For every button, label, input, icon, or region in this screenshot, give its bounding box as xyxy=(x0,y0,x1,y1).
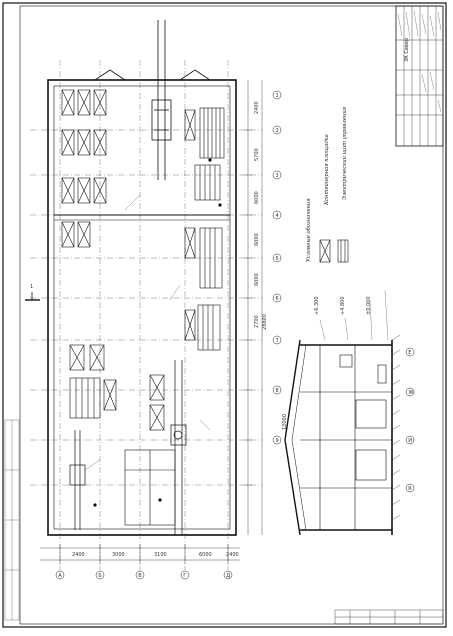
sheet-frame xyxy=(2,2,447,628)
axis-bubble-label: 3 xyxy=(276,173,279,179)
equipment-lower-left xyxy=(69,344,176,526)
axis-bubble-label: И xyxy=(408,438,412,444)
axis-bubble-label: К xyxy=(408,486,412,492)
axis-bubble-label: Д xyxy=(226,573,230,579)
axis-bubble-label: Е xyxy=(408,350,411,356)
binding-strip xyxy=(4,419,20,621)
plan-bay-dim: 6000 xyxy=(254,191,260,204)
legend: Условные обозначения Контейнерная площад… xyxy=(305,106,349,263)
dimension-lines xyxy=(40,80,263,564)
axis-bubble-label: Г xyxy=(183,573,186,579)
legend-line3: Электрический щит управления xyxy=(342,106,348,200)
axis-bubble-label: 8 xyxy=(276,388,279,394)
section-level-label: ±0.000 xyxy=(366,296,372,315)
axis-bubble-label: 4 xyxy=(276,213,279,219)
plan-bay-dim: 2400 xyxy=(254,101,260,114)
axis-bubble-label: 6 xyxy=(276,296,279,302)
plan-bottom-dim: 6000 xyxy=(199,552,212,558)
plan-bay-dim: 6000 xyxy=(254,233,260,246)
axis-bubble-label: Ж xyxy=(408,390,414,396)
inner-frame xyxy=(19,5,444,625)
axis-bubble-label: 1 xyxy=(276,93,279,99)
axis-bubble-label: 5 xyxy=(276,256,279,262)
section-width-dim: 12000 xyxy=(282,414,288,430)
plan-outer-wall xyxy=(47,79,237,536)
title-block: ЗК Север xyxy=(395,5,444,147)
section-level-label: +4.800 xyxy=(340,296,346,315)
right-axis-bubbles xyxy=(272,90,282,445)
section-mark-label: 1 xyxy=(30,284,33,290)
legend-line1: Условные обозначения xyxy=(305,198,312,262)
plan-bottom-dim: 3100 xyxy=(154,552,167,558)
axis-bubble-label: В xyxy=(138,573,142,579)
section-view xyxy=(284,289,415,536)
plan-overall-dim: 28800 xyxy=(262,314,268,330)
axis-bubble-label: 9 xyxy=(276,438,279,444)
plan-bottom-dim: 3000 xyxy=(112,552,125,558)
axis-bubble-label: 2 xyxy=(276,128,279,134)
stamp-title: ЗК Север xyxy=(404,38,410,62)
plan-bottom-dim: 2400 xyxy=(72,552,85,558)
plan-bottom-dim: 2400 xyxy=(226,552,239,558)
floor-plan xyxy=(30,20,262,570)
bottom-stamp xyxy=(334,609,444,625)
container-group-upper xyxy=(61,89,107,248)
plan-bay-dim: 6000 xyxy=(254,273,260,286)
plan-bay-dim: 5700 xyxy=(254,148,260,161)
axis-bubble-label: Б xyxy=(98,573,102,579)
axis-bubble-label: 7 xyxy=(276,338,279,344)
axis-bubble-label: А xyxy=(58,573,62,579)
equipment-stacks xyxy=(184,107,225,351)
bottom-axis-bubbles xyxy=(55,570,233,580)
plan-bay-dim: 2700 xyxy=(254,315,260,328)
section-mark: 1 xyxy=(25,284,40,301)
section-level-label: +6.300 xyxy=(314,296,320,315)
legend-line2: Контейнерная площадка xyxy=(324,134,330,206)
